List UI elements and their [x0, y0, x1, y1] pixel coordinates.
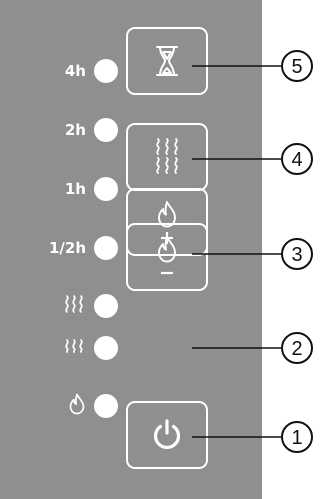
indicator-led-4h	[94, 59, 118, 83]
indicator-led-1h	[94, 177, 118, 201]
indicator-heat-strong	[0, 291, 118, 321]
hourglass-icon	[154, 44, 180, 78]
flame-icon	[69, 393, 85, 419]
heat-waves-strong-icon	[63, 293, 85, 319]
timer-button[interactable]	[126, 27, 208, 95]
indicator-2h: 2h	[0, 115, 118, 145]
heat-mode-button[interactable]	[126, 123, 208, 191]
callout-circle-3	[281, 238, 313, 270]
indicator-label-1h: 1h	[64, 179, 86, 198]
indicator-led-heat-strong	[94, 294, 118, 318]
indicator-heat	[0, 333, 118, 363]
power-button[interactable]	[126, 401, 208, 469]
heat-waves-icon	[153, 137, 181, 177]
heat-waves-icon	[63, 338, 85, 358]
indicator-label-4h: 4h	[64, 61, 86, 80]
indicator-label-2h: 2h	[64, 120, 86, 139]
callout-number-2: 2	[291, 338, 302, 360]
indicator-led-2h	[94, 118, 118, 142]
callout-number-4: 4	[291, 149, 302, 171]
indicator-led-half-hour	[94, 236, 118, 260]
callout-circle-2	[281, 332, 313, 364]
flame-minus-icon	[154, 232, 180, 282]
callout-circle-4	[281, 143, 313, 175]
indicator-led-flame	[94, 394, 118, 418]
callout-circle-1	[281, 421, 313, 453]
indicator-flame	[0, 391, 118, 421]
callout-circle-5	[281, 50, 313, 82]
control-panel: 4h 2h 1h 1/2h	[0, 0, 262, 499]
callout-number-5: 5	[291, 56, 302, 78]
callout-number-3: 3	[291, 244, 302, 266]
callout-number-1: 1	[291, 427, 302, 449]
indicator-label-half-hour: 1/2h	[48, 238, 86, 257]
power-icon	[150, 418, 184, 452]
indicator-1h: 1h	[0, 174, 118, 204]
indicator-half-hour: 1/2h	[0, 233, 118, 263]
flame-decrease-button[interactable]	[126, 223, 208, 291]
indicator-led-heat	[94, 336, 118, 360]
indicator-4h: 4h	[0, 56, 118, 86]
